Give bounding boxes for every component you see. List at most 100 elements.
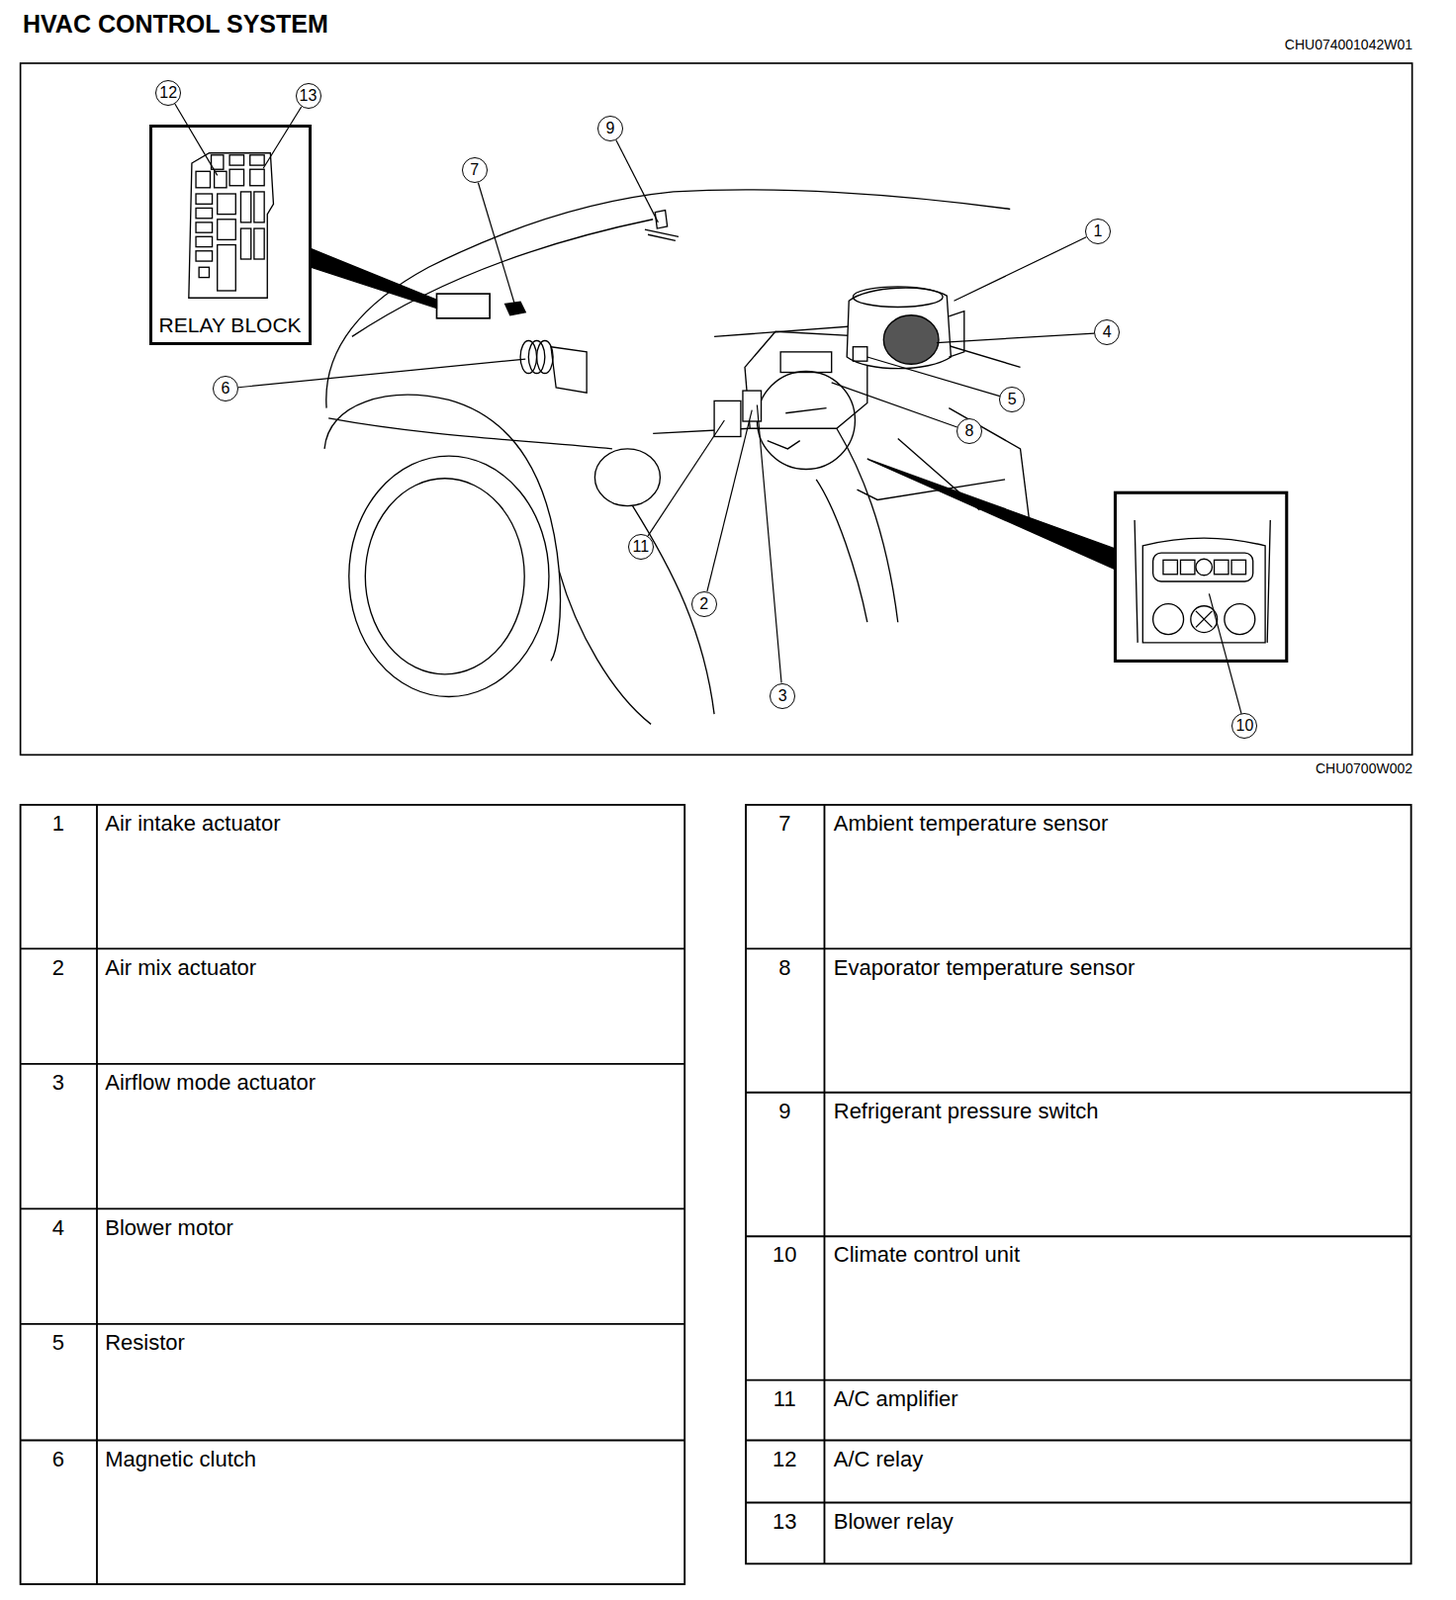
callout-circle: 12 (155, 80, 182, 106)
callout-number: 8 (965, 422, 975, 441)
wheel-rim (364, 478, 525, 675)
table-number: 8 (778, 955, 791, 981)
leader-line (756, 405, 782, 684)
hvac-unit (780, 352, 832, 373)
callout-number: 4 (1102, 323, 1112, 342)
table-cell: Air intake actuator (104, 811, 280, 836)
table-cell: Airflow mode actuator (104, 1070, 316, 1095)
climate-panel (1231, 559, 1246, 574)
fuse-grid (217, 193, 237, 215)
callout-number: 7 (469, 161, 479, 180)
callout-circle: 2 (691, 591, 718, 618)
leader-line (263, 106, 302, 169)
callout-number: 13 (299, 87, 318, 105)
clutch-symbol (550, 347, 587, 393)
fuse-grid (198, 267, 209, 277)
table-number: 2 (52, 955, 65, 981)
table-number: 11 (773, 1386, 797, 1412)
pointer-wedge (867, 458, 1116, 569)
table-grid (745, 805, 1412, 1564)
leader-line (238, 359, 526, 388)
table-number: 9 (778, 1098, 791, 1124)
callout-circle: 6 (212, 375, 239, 402)
callout-number: 1 (1092, 222, 1102, 241)
clutch-symbol (537, 341, 554, 374)
fuse-grid (195, 236, 213, 247)
table-number: 1 (52, 811, 65, 836)
leader-line (1208, 593, 1242, 715)
inset-frame (1114, 492, 1286, 661)
climate-knob (1153, 604, 1184, 636)
callout-circle: 8 (956, 418, 983, 445)
fuse-grid (188, 153, 274, 298)
leader-line (831, 382, 958, 428)
inset-label: RELAY BLOCK (159, 313, 302, 338)
fuse-grid (254, 228, 265, 260)
table-cell: Blower relay (833, 1509, 954, 1535)
table-cell: Blower motor (104, 1215, 234, 1241)
callout-circle: 13 (295, 83, 322, 109)
climate-knob (1224, 604, 1256, 636)
switch-symbol (644, 209, 679, 241)
climate-panel (1142, 538, 1266, 643)
callout-circle: 11 (628, 534, 654, 560)
climate-panel (1195, 558, 1213, 576)
fuse-grid (240, 191, 251, 223)
fuse-grid (195, 222, 213, 233)
table-number: 4 (52, 1215, 65, 1241)
table-number: 5 (52, 1330, 65, 1356)
fuse-grid (195, 207, 213, 218)
callout-number: 9 (605, 119, 615, 138)
fuse-grid (229, 155, 244, 166)
table-cell: Refrigerant pressure switch (833, 1098, 1099, 1124)
callout-number: 6 (221, 379, 231, 398)
leader-line (867, 357, 1001, 397)
table-number: 12 (772, 1447, 797, 1472)
table-grid (20, 805, 1412, 1585)
fuse-grid (250, 169, 265, 186)
title: HVAC CONTROL SYSTEM (22, 9, 329, 39)
climate-knob (1195, 611, 1213, 629)
fuse-grid (229, 169, 244, 186)
figure-code: CHU074001042W01 (1284, 36, 1413, 53)
climate-panel (1163, 559, 1178, 574)
table-cell: Evaporator temperature sensor (833, 955, 1136, 981)
relay-block-inset: RELAY BLOCK (149, 124, 312, 346)
illustration-group (20, 63, 1413, 1585)
callout-circle: 4 (1093, 319, 1120, 346)
figure-frame (20, 63, 1413, 755)
panel-line (1134, 520, 1271, 643)
leader-line (953, 237, 1087, 301)
table-cell: Ambient temperature sensor (833, 811, 1109, 836)
figure-code: CHU0700W002 (1315, 760, 1413, 777)
leader-line (175, 103, 218, 176)
table-number: 3 (52, 1070, 65, 1095)
table-number: 7 (778, 811, 791, 836)
climate-panel (1180, 559, 1194, 574)
callout-number: 10 (1236, 717, 1255, 735)
table-cell: Climate control unit (833, 1242, 1020, 1268)
table-cell: Magnetic clutch (104, 1447, 257, 1472)
table-cell: A/C amplifier (833, 1386, 959, 1412)
table-cell: A/C relay (833, 1447, 923, 1472)
relay-block-symbol (436, 293, 490, 319)
fuse-grid (240, 228, 251, 260)
wheel-arch (324, 394, 560, 661)
callout-circle: 7 (461, 157, 488, 183)
amplifier-symbol (714, 400, 741, 437)
pointer-wedge (311, 249, 438, 309)
callout-number: 5 (1007, 390, 1017, 409)
bumper-line (328, 418, 613, 450)
climate-panel (1214, 559, 1229, 574)
callout-circle: 1 (1085, 218, 1111, 245)
fuse-grid (250, 155, 265, 166)
hood-line (352, 219, 653, 338)
callout-circle: 9 (597, 115, 624, 142)
fuse-grid (195, 251, 213, 262)
callout-number: 11 (632, 538, 649, 556)
leader-line (936, 333, 1094, 344)
table-number: 10 (772, 1242, 797, 1268)
fuse-grid (254, 191, 265, 223)
fuse-grid (195, 193, 213, 204)
